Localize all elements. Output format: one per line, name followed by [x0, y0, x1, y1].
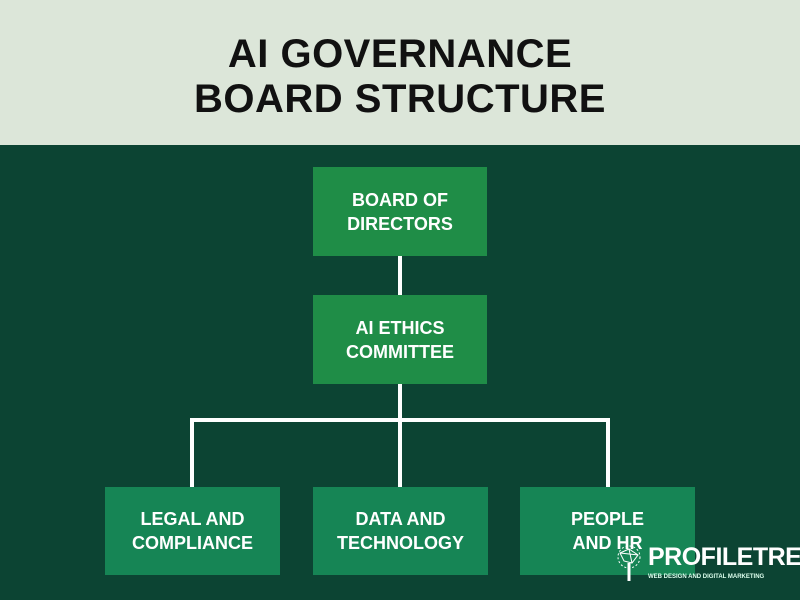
node-legal-and-compliance: LEGAL AND COMPLIANCE: [105, 487, 280, 575]
node-board-of-directors: BOARD OF DIRECTORS: [313, 167, 487, 256]
node-label: BOARD OF: [352, 189, 448, 210]
node-label: AI ETHICS: [355, 317, 445, 338]
node-label: LEGAL AND: [140, 509, 245, 529]
node-label: TECHNOLOGY: [336, 533, 464, 553]
logo-name: PROFILETREE: [648, 543, 800, 571]
logo-tagline: WEB DESIGN AND DIGITAL MARKETING: [648, 574, 765, 580]
node-data-and-technology: DATA AND TECHNOLOGY: [313, 487, 488, 575]
header-band: AI GOVERNANCE BOARD STRUCTURE: [0, 0, 800, 145]
connector-ethics-down: [398, 384, 402, 487]
page-title: AI GOVERNANCE BOARD STRUCTURE: [0, 32, 800, 122]
node-label: AND HR: [572, 533, 643, 553]
node-label: DATA AND: [355, 509, 446, 529]
connector-legal: [190, 418, 194, 487]
connector-board-ethics: [398, 256, 402, 295]
title-line-1: AI GOVERNANCE: [227, 32, 573, 76]
connector-people: [606, 418, 610, 487]
node-ai-ethics-committee: AI ETHICS COMMITTEE: [313, 295, 487, 384]
node-label: COMMITTEE: [346, 341, 454, 362]
node-label: COMPLIANCE: [132, 533, 253, 553]
node-people-and-hr: PEOPLE AND HR: [520, 487, 695, 575]
connector-horizontal: [190, 418, 610, 422]
node-label: PEOPLE: [570, 509, 645, 529]
title-line-2: BOARD STRUCTURE: [194, 77, 606, 121]
node-label: DIRECTORS: [347, 213, 453, 234]
tree-icon: [617, 545, 641, 581]
